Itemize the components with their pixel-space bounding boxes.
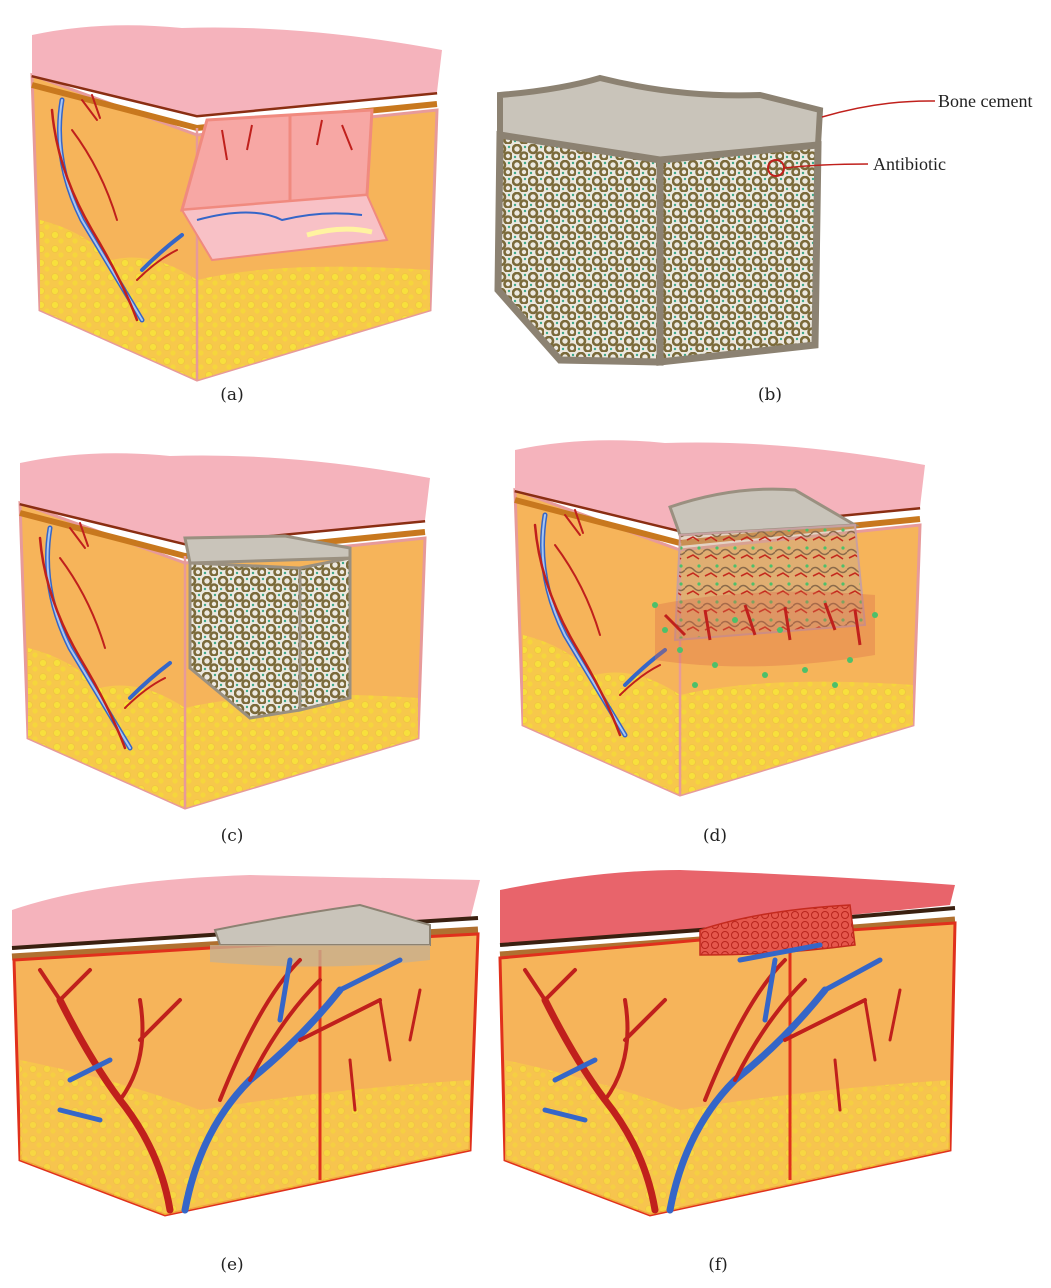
panel-f <box>500 870 955 1215</box>
panel-a <box>32 25 442 380</box>
panel-e <box>12 875 480 1215</box>
caption-e: (e) <box>220 1255 243 1275</box>
label-antibiotic: Antibiotic <box>873 154 946 174</box>
caption-d: (d) <box>703 826 727 846</box>
caption-b: (b) <box>758 385 782 405</box>
panel-d <box>515 440 925 795</box>
label-bone-cement: Bone cement <box>938 91 1032 111</box>
panel-b <box>498 78 820 362</box>
caption-c: (c) <box>221 826 244 846</box>
caption-a: (a) <box>220 385 243 405</box>
panel-c <box>20 453 430 808</box>
caption-f: (f) <box>708 1255 728 1275</box>
